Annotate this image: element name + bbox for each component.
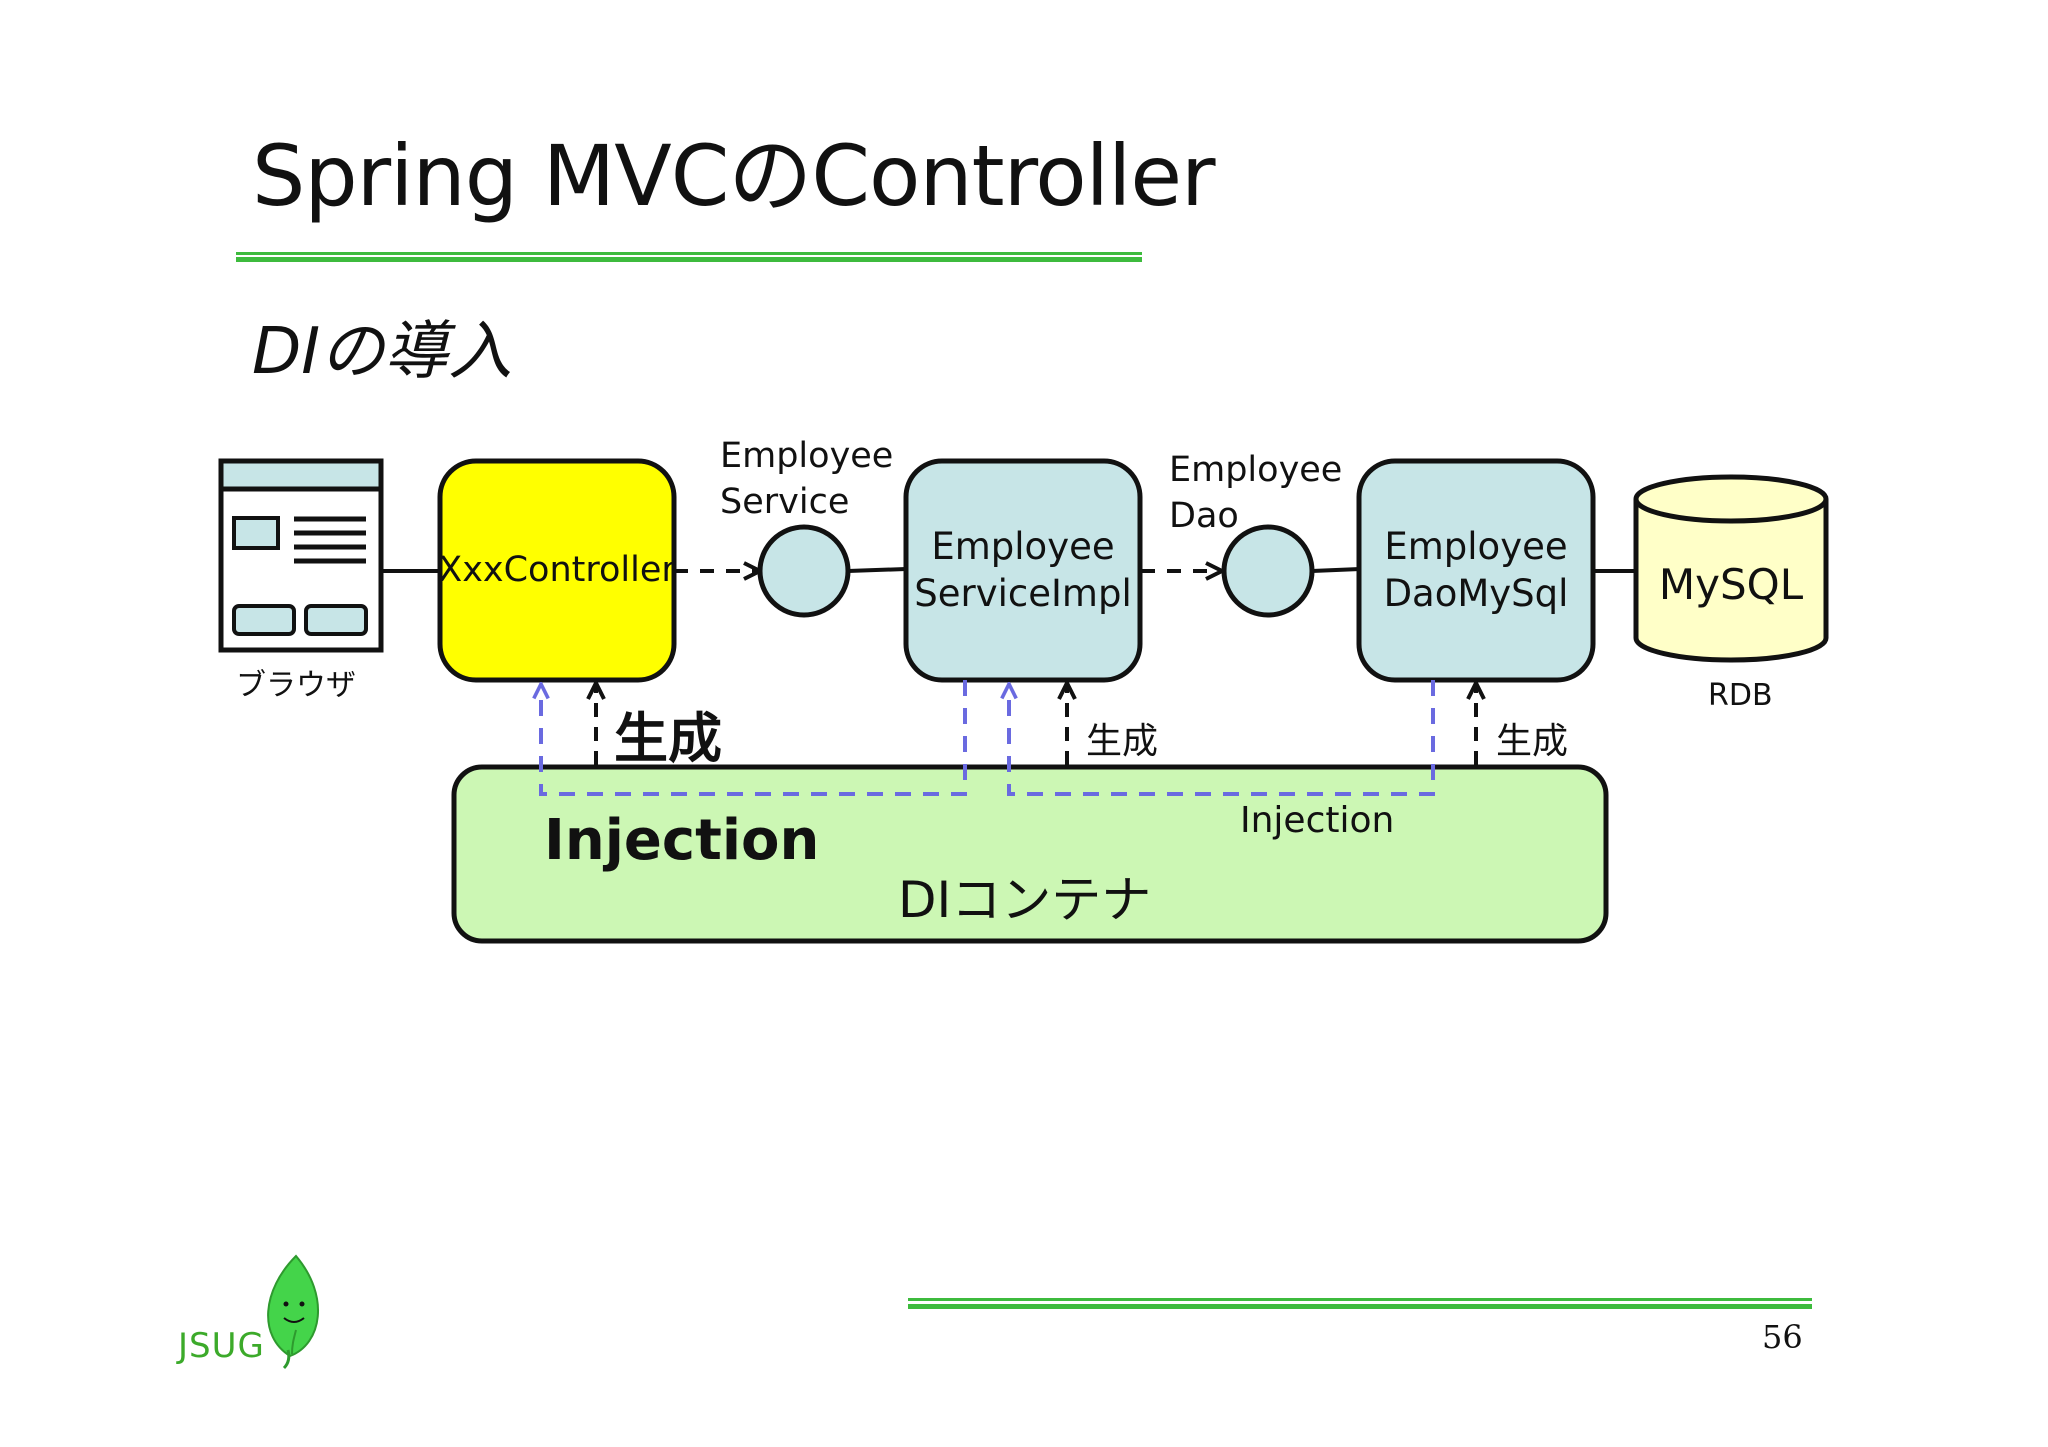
browser-icon [218, 458, 384, 653]
controller-label: XxxController [438, 549, 676, 590]
di-container-label: DIコンテナ [898, 871, 1152, 929]
di-container-box [451, 764, 1609, 944]
footer-rule [908, 1298, 1812, 1301]
jsug-logo-text: JSUG [178, 1326, 265, 1366]
injection-label-large: Injection [544, 808, 820, 873]
database-label: MySQL [1658, 559, 1804, 609]
jsug-leaf-logo [267, 1254, 319, 1370]
page-number: 56 [1762, 1318, 1803, 1356]
injection-path-dao-to-service [1009, 680, 1435, 796]
injection-label-small: Injection [1240, 800, 1395, 841]
service-impl-label: Employee ServiceImpl [914, 525, 1132, 615]
browser-caption: ブラウザ [236, 668, 356, 703]
dao-impl-label: Employee DaoMySql [1383, 525, 1569, 615]
create-label-controller: 生成 [614, 707, 722, 770]
slide-subtitle: DIの導入 [252, 315, 513, 389]
service-interface-circle [757, 524, 851, 618]
footer-rule-thick [908, 1304, 1812, 1309]
dao-interface-label: Employee Dao [1169, 450, 1343, 536]
slide-title: Spring MVCのController [252, 127, 1216, 225]
database-caption: RDB [1708, 678, 1773, 713]
dao-interface-circle [1221, 524, 1315, 618]
create-label-service: 生成 [1086, 721, 1159, 762]
service-impl-box [903, 458, 1143, 683]
title-underline [236, 252, 1142, 255]
service-interface-impl-line [847, 567, 907, 573]
injection-path-service-to-controller [541, 680, 967, 796]
controller-box [437, 458, 677, 683]
create-label-dao: 生成 [1496, 721, 1569, 762]
dao-impl-box [1356, 458, 1596, 683]
dao-interface-impl-line [1311, 567, 1361, 573]
database-cylinder [1633, 474, 1829, 663]
service-interface-label: Employee Service [720, 436, 894, 522]
title-underline-thick [236, 257, 1142, 262]
